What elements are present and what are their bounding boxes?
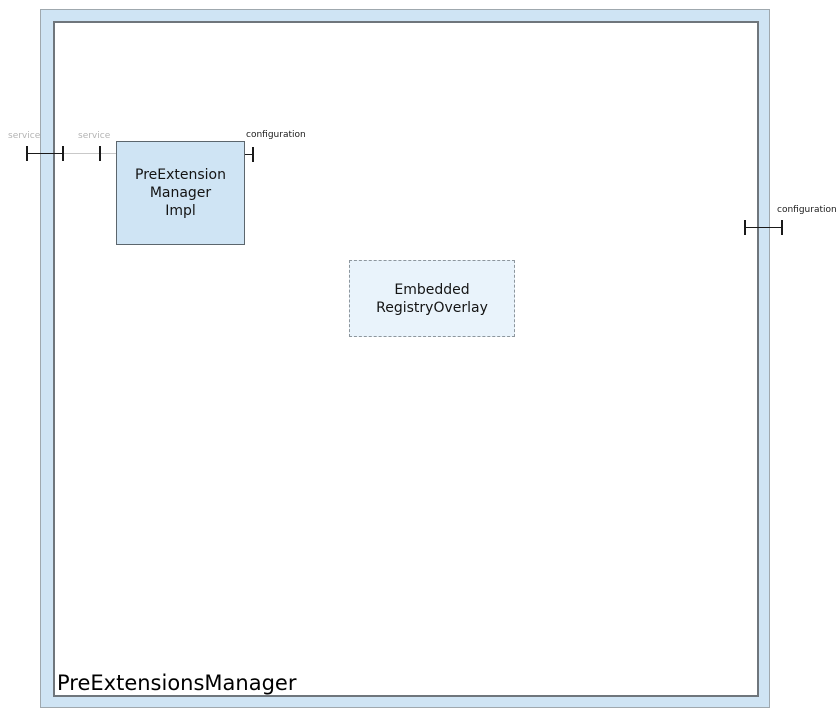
configuration-connector-top-line — [245, 154, 254, 155]
node-embedded-registryoverlay[interactable]: Embedded RegistryOverlay — [349, 260, 515, 337]
service-connector-inner-line — [64, 153, 117, 154]
service-connector-outer-tick — [26, 146, 28, 161]
configuration-port-label-top: configuration — [246, 130, 306, 140]
service-connector-frame-tick — [62, 146, 64, 161]
service-connector-outer-line — [27, 153, 64, 154]
node-label-line: Impl — [165, 203, 196, 219]
composite-inner-area[interactable] — [53, 21, 759, 697]
node-preextensionmanagerimpl[interactable]: PreExtension Manager Impl — [116, 141, 245, 245]
configuration-connector-top-tick — [252, 147, 254, 162]
configuration-connector-right-outer-tick — [781, 220, 783, 235]
configuration-port-label-right: configuration — [777, 205, 837, 215]
configuration-connector-right-line — [745, 227, 782, 228]
node-label-line: Embedded — [394, 281, 470, 298]
node-label-line: Manager — [149, 185, 212, 201]
node-label-line: RegistryOverlay — [376, 299, 488, 316]
node-preextensionmanagerimpl-label: PreExtension Manager Impl — [135, 166, 226, 220]
configuration-connector-right-inner-tick — [744, 220, 746, 235]
node-embedded-registryoverlay-label: Embedded RegistryOverlay — [376, 281, 488, 317]
node-label-line: PreExtension — [135, 167, 226, 183]
service-port-label-inner: service — [78, 131, 111, 141]
service-connector-inner-tick — [99, 146, 101, 161]
service-port-label-outer: service — [8, 131, 41, 141]
composite-title: PreExtensionsManager — [57, 671, 297, 695]
